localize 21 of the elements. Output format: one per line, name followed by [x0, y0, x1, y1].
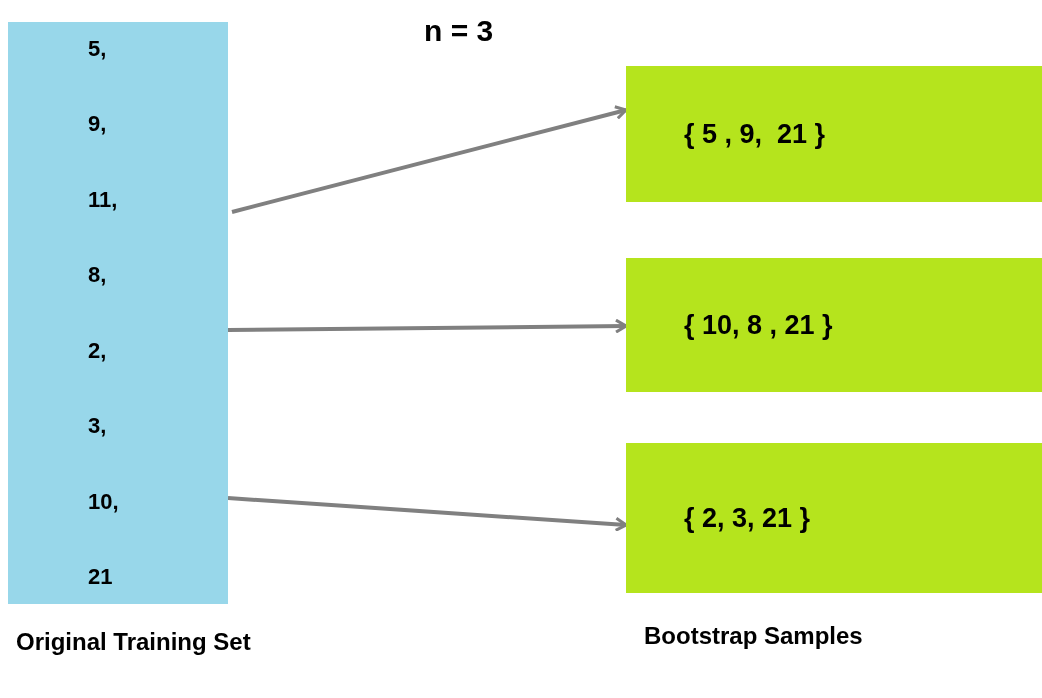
value-text: 11, — [88, 185, 119, 214]
sample-box — [626, 258, 1042, 392]
title: n = 3 — [424, 13, 494, 49]
value-text: 10, — [88, 487, 120, 516]
arrow — [227, 496, 628, 532]
sample-text: { 2, 3, 21 } — [684, 501, 811, 535]
value-text: 8, — [88, 261, 108, 290]
node-label: Original Training Set — [16, 627, 252, 657]
sample-box — [626, 66, 1042, 202]
arrow — [231, 105, 628, 214]
caption: Bootstrap Samples — [644, 621, 863, 651]
value-text: 9, — [88, 110, 108, 139]
value-text: 3, — [88, 412, 108, 441]
sample-box — [626, 443, 1042, 593]
value-text: 21 — [88, 562, 114, 591]
arrow — [228, 318, 628, 334]
value-text: 5, — [88, 35, 108, 63]
sample-text: { 10, 8 , 21 } — [684, 308, 833, 342]
sample-text: { 5 , 9, 21 } — [684, 117, 826, 151]
value-text: 2, — [88, 336, 108, 365]
training-set-box — [8, 22, 228, 604]
